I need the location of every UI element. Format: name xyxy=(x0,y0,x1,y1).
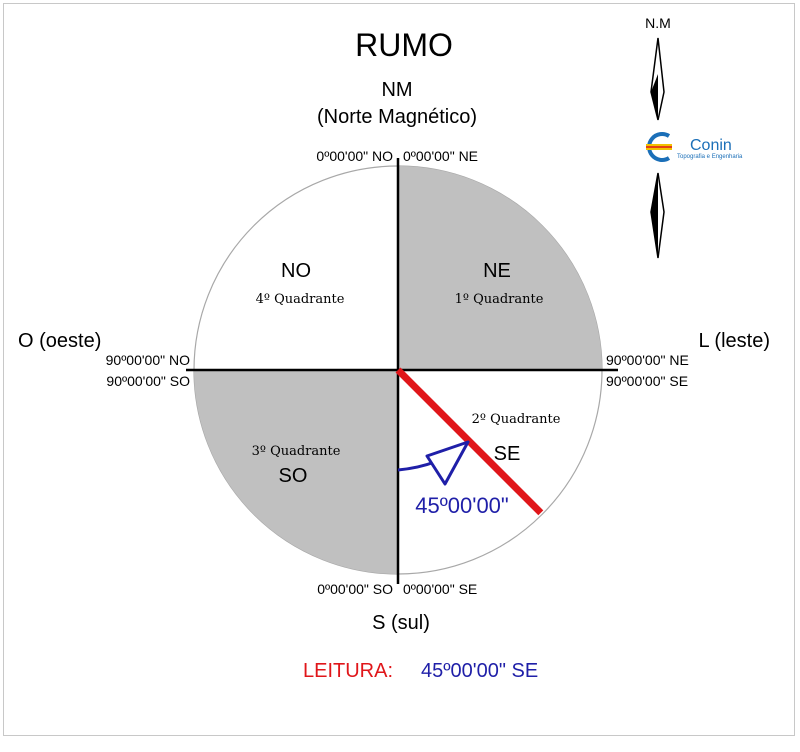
angle-bottom-right: 0º00'00" SE xyxy=(403,581,477,597)
north-full-label: (Norte Magnético) xyxy=(317,106,477,128)
quadrant-no-code: NO xyxy=(281,260,311,282)
title: RUMO xyxy=(355,27,453,63)
west-label: O (oeste) xyxy=(18,330,101,352)
quadrant-se-code: SE xyxy=(494,443,521,465)
quadrant-ne-name: 1º Quadrante xyxy=(455,292,544,307)
north-arrow-label: N.M xyxy=(645,15,671,31)
bearing-value: 45º00'00" xyxy=(415,493,508,518)
south-needle-dark-half xyxy=(651,173,658,258)
quadrant-ne-code: NE xyxy=(483,260,511,282)
reading-value: 45º00'00" SE xyxy=(421,660,538,682)
north-arrow-logo: N.M Conin Topografia e Engenharia xyxy=(645,15,743,259)
angle-right-bottom: 90º00'00" SE xyxy=(606,373,688,389)
angle-arrow-head xyxy=(425,440,470,486)
conin-logo-icon xyxy=(646,132,672,162)
quadrant-so-code: SO xyxy=(279,465,308,487)
reading-label: LEITURA: xyxy=(303,660,393,682)
bearing-line xyxy=(395,367,544,516)
angle-left-top: 90º00'00" NO xyxy=(106,352,190,368)
east-label: L (leste) xyxy=(698,330,770,352)
quadrant-se-name: 2º Quadrante xyxy=(472,412,561,427)
north-needle-dark-half xyxy=(651,74,658,120)
quadrant-so-shading xyxy=(194,370,398,574)
angle-top-left: 0º00'00" NO xyxy=(316,148,393,164)
quadrant-so-name: 3º Quadrante xyxy=(252,444,341,459)
quadrant-no-name: 4º Quadrante xyxy=(256,292,345,307)
logo-brand: Conin xyxy=(690,137,732,154)
angle-top-right: 0º00'00" NE xyxy=(403,148,478,164)
logo-tagline: Topografia e Engenharia xyxy=(677,154,743,160)
quadrant-ne-shading xyxy=(398,166,602,370)
angle-left-bottom: 90º00'00" SO xyxy=(106,373,190,389)
north-abbr: NM xyxy=(381,79,412,101)
angle-right-top: 90º00'00" NE xyxy=(606,352,689,368)
south-label: S (sul) xyxy=(372,612,430,634)
angle-bottom-left: 0º00'00" SO xyxy=(317,581,393,597)
figure-border xyxy=(3,3,795,736)
